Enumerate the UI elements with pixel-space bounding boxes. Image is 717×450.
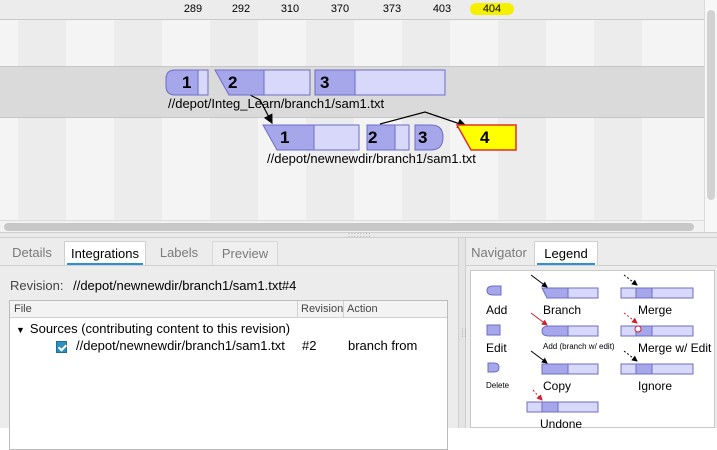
legend-panel: Navigator Legend (466, 238, 717, 431)
legend-copy: Copy (543, 379, 572, 393)
lower-branch-path[interactable]: //depot/newnewdir/branch1/sam1.txt (267, 151, 476, 166)
revision-value: //depot/newnewdir/branch1/sam1.txt#4 (73, 278, 297, 293)
ruler-tick[interactable]: 403 (432, 3, 452, 15)
graph-stripe (594, 0, 642, 236)
row-revision: #2 (302, 338, 317, 353)
file-check-icon (56, 341, 67, 353)
legend-delete: Delete (486, 381, 510, 390)
column-action[interactable]: Action (347, 303, 378, 315)
ruler-tick-selected[interactable]: 404 (470, 3, 514, 15)
revision-graph[interactable]: 289 292 310 370 373 403 404 1 2 3 //depo… (0, 0, 717, 236)
horizontal-scrollbar[interactable] (0, 220, 704, 232)
upper-node-1-shape (165, 69, 209, 96)
upper-node-3-shape (314, 69, 446, 96)
graph-stripe (306, 0, 354, 236)
upper-rev-1[interactable]: 1 (182, 73, 192, 92)
upper-node-2-shape (214, 69, 311, 96)
tab-legend[interactable]: Legend (534, 241, 598, 266)
vertical-scroll-thumb[interactable] (707, 10, 715, 200)
integrations-table: File Revision Action ▼ Sources (contribut… (9, 300, 448, 450)
tab-navigator[interactable]: Navigator (471, 245, 527, 260)
legend-box: Add Branch Merge Edit Add (branch w/ edi… (470, 270, 715, 431)
legend-merge-edit: Merge w/ Edit (638, 341, 712, 355)
sources-group-row[interactable]: ▼ Sources (contributing content to this r… (16, 321, 290, 336)
ruler-tick[interactable]: 370 (330, 3, 350, 15)
details-tabbar: Details Integrations Labels Preview (0, 238, 458, 266)
ruler-tick[interactable]: 289 (183, 3, 203, 15)
row-action: branch from (348, 338, 418, 353)
tab-preview[interactable]: Preview (212, 241, 278, 265)
row-file: //depot/newnewdir/branch1/sam1.txt (76, 338, 285, 353)
legend-add: Add (486, 303, 508, 317)
legend-merge: Merge (638, 303, 673, 317)
graph-stripe (498, 0, 546, 236)
column-file[interactable]: File (14, 303, 32, 315)
column-revision[interactable]: Revision (301, 303, 344, 315)
legend-branch: Branch (543, 303, 582, 317)
graph-stripe (210, 0, 258, 236)
table-header: File Revision Action (10, 301, 447, 318)
legend-pane: Add Branch Merge Edit Add (branch w/ edi… (466, 265, 717, 431)
lower-node-2-shape (366, 124, 410, 151)
revision-key: Revision: (10, 278, 64, 293)
upper-rev-3[interactable]: 3 (320, 73, 330, 92)
legend-ignore: Ignore (638, 379, 673, 393)
sources-group-label: Sources (contributing content to this re… (29, 321, 291, 336)
lower-rev-2[interactable]: 2 (368, 128, 378, 147)
tab-integrations[interactable]: Integrations (64, 241, 146, 266)
lower-node-1-shape (262, 124, 360, 151)
merge-arrow (379, 111, 468, 128)
horizontal-scroll-thumb[interactable] (4, 223, 694, 231)
upper-branch-path[interactable]: //depot/Integ_Learn/branch1/sam1.txt (168, 96, 385, 111)
ruler-tick[interactable]: 292 (231, 3, 251, 15)
graph-stripe (114, 0, 162, 236)
legend-add-branch-edit: Add (branch w/ edit) (543, 342, 615, 351)
lower-rev-1[interactable]: 1 (280, 128, 290, 147)
upper-rev-2[interactable]: 2 (228, 73, 238, 92)
tab-labels[interactable]: Labels (159, 245, 199, 260)
vertical-scrollbar[interactable] (704, 0, 717, 236)
lower-node-3-shape (414, 124, 444, 151)
graph-stripe (18, 0, 66, 236)
details-panel: Details Integrations Labels Preview Revi… (0, 238, 458, 450)
ruler-tick[interactable]: 310 (280, 3, 300, 15)
lower-rev-3[interactable]: 3 (418, 128, 428, 147)
vertical-splitter[interactable]: ::::: (458, 238, 467, 428)
tab-details[interactable]: Details (12, 245, 52, 260)
legend-tabbar: Navigator Legend (466, 238, 717, 266)
legend-undone: Undone (540, 417, 583, 431)
lower-node-4-selected-shape (456, 124, 517, 151)
horizontal-splitter[interactable]: :::::::: (0, 232, 717, 239)
lower-rev-4-selected[interactable]: 4 (480, 128, 490, 147)
changelist-ruler: 289 292 310 370 373 403 404 (0, 0, 704, 20)
integrations-pane: Revision: //depot/newnewdir/branch1/sam1… (0, 265, 458, 450)
revision-line: Revision: //depot/newnewdir/branch1/sam1… (10, 278, 296, 293)
legend-swatches (486, 274, 694, 413)
expand-triangle-icon[interactable]: ▼ (16, 325, 25, 335)
legend-edit: Edit (486, 341, 507, 355)
ruler-tick[interactable]: 373 (382, 3, 402, 15)
